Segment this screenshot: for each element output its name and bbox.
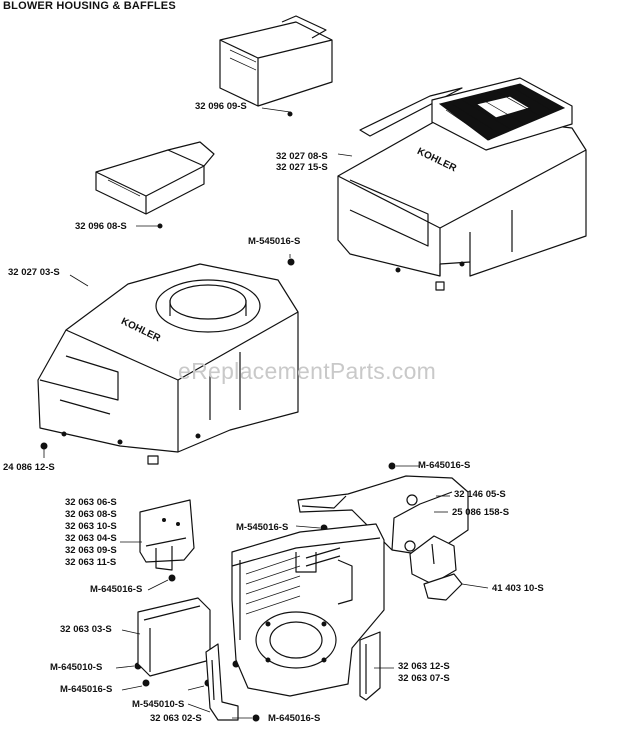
left-small-baffle-part <box>139 499 195 571</box>
callout-32-063-04: 32 063 04-S <box>65 533 117 544</box>
callout-32-063-02: 32 063 02-S <box>150 713 202 724</box>
leader-lines <box>69 107 489 719</box>
callout-m-645016-c: M-645016-S <box>60 684 113 695</box>
lower-bracket-part <box>205 643 239 721</box>
callout-m-645016-d: M-645016-S <box>268 713 321 724</box>
callout-25-086-158: 25 086 158-S <box>452 507 510 518</box>
callout-32-027-03: 32 027 03-S <box>8 267 60 278</box>
callout-32-063-11: 32 063 11-S <box>65 557 117 568</box>
callout-32-063-09: 32 063 09-S <box>65 545 117 556</box>
callout-32-146-05: 32 146 05-S <box>454 489 506 500</box>
callout-m-645010: M-645010-S <box>50 662 103 673</box>
callout-32-063-12: 32 063 12-S <box>398 661 450 672</box>
top-cover-part <box>219 15 333 117</box>
callout-m-645016-b: M-645016-S <box>90 584 143 595</box>
callout-m-545010: M-545010-S <box>132 699 185 710</box>
engine-block-part <box>231 523 385 697</box>
upper-right-baffle-part <box>297 475 469 557</box>
callout-32-063-03: 32 063 03-S <box>60 624 112 635</box>
lower-right-baffle-part <box>359 631 381 701</box>
middle-baffle-part <box>95 141 215 229</box>
upper-blower-housing-part <box>337 77 587 291</box>
callout-24-086-12: 24 086 12-S <box>3 462 55 473</box>
lower-left-baffle-part <box>137 597 211 677</box>
lower-blower-housing-part <box>37 263 299 465</box>
callout-32-096-09: 32 096 09-S <box>195 101 247 112</box>
callout-32-027-15: 32 027 15-S <box>276 162 328 173</box>
electronic-module-part <box>409 535 463 601</box>
callout-32-027-08: 32 027 08-S <box>276 151 328 162</box>
callout-32-096-08: 32 096 08-S <box>75 221 127 232</box>
callout-32-063-07: 32 063 07-S <box>398 673 450 684</box>
callout-m-545016-top: M-545016-S <box>248 236 301 247</box>
callout-32-063-10: 32 063 10-S <box>65 521 117 532</box>
callout-32-063-08: 32 063 08-S <box>65 509 117 520</box>
callout-m-545016-mid: M-545016-S <box>236 522 289 533</box>
diagram-title: BLOWER HOUSING & BAFFLES <box>3 0 176 12</box>
callout-m-645016-a: M-645016-S <box>418 460 471 471</box>
callout-41-403-10: 41 403 10-S <box>492 583 544 594</box>
callout-32-063-06: 32 063 06-S <box>65 497 117 508</box>
watermark-text: eReplacementParts.com <box>178 358 437 384</box>
